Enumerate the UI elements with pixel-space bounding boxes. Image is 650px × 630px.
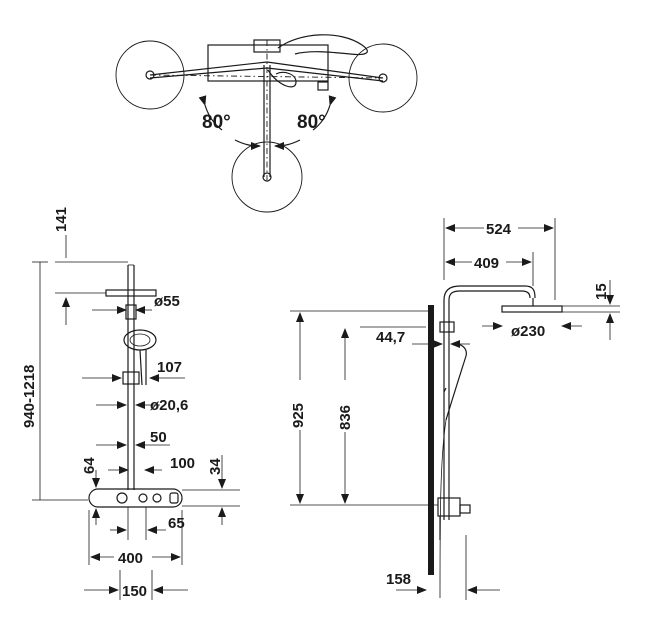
dim-409-text: 409	[474, 255, 499, 272]
hand-shower-face	[129, 333, 151, 347]
knob-3	[152, 493, 162, 503]
right-angle-arrow	[312, 95, 337, 131]
shower-arm-inner	[448, 290, 531, 301]
right-head-pivot	[378, 73, 388, 83]
handshower-top	[267, 69, 297, 88]
side-bracket	[439, 321, 455, 333]
angle-left-label: 80°	[202, 112, 231, 133]
wall	[428, 305, 434, 575]
dim-141-text: 141	[53, 207, 70, 232]
slider-holder	[122, 371, 140, 385]
angle-right-label: 80°	[297, 112, 326, 133]
left-angle-arrow-2	[234, 139, 261, 150]
thermostat	[88, 488, 183, 508]
dim-65-text: 65	[168, 515, 185, 532]
knob-2	[138, 493, 148, 503]
bottom-head-pivot	[262, 172, 272, 182]
dim-925-text: 925	[290, 403, 307, 428]
dim-15-text: 15	[593, 283, 610, 300]
top-centerline	[149, 74, 384, 79]
dim-34-text: 34	[207, 458, 224, 475]
top-view: 80° 80°	[115, 34, 418, 213]
right-angle-arrow-2	[274, 139, 301, 150]
dim-20-text: ø20,6	[150, 397, 188, 414]
hand-shower-head	[123, 329, 157, 351]
bottom-swing-circle	[231, 141, 303, 213]
dim-107-text: 107	[157, 359, 182, 376]
right-arm-lower	[266, 67, 384, 82]
hose-side	[439, 419, 447, 599]
front-view: 141 ø55 940-1218 107 ø20,6 50 64 100	[21, 207, 240, 600]
thermostat-knob-side	[459, 504, 471, 514]
overhead-shower	[105, 289, 157, 297]
dim-55-text: ø55	[154, 293, 180, 310]
dim-524-text: 524	[486, 221, 512, 238]
side-view: 524 409 15 ø230 44,7 925 836 158	[290, 218, 620, 600]
knob-1	[116, 492, 128, 504]
hand-shower-holder	[317, 81, 329, 91]
dim-400-text: 400	[118, 550, 143, 567]
overhead-head	[501, 305, 563, 313]
dim-64-text: 64	[81, 457, 98, 474]
dim-44-text: 44,7	[376, 329, 405, 346]
left-head-pivot	[145, 70, 155, 80]
left-angle-arrow	[198, 95, 223, 131]
dim-230-text: ø230	[511, 323, 545, 340]
dim-50-text: 50	[150, 429, 167, 446]
right-arm	[266, 61, 384, 79]
dim-158-text: 158	[386, 571, 411, 588]
dim-150-text: 150	[122, 583, 147, 600]
hand-shower-handle	[139, 349, 143, 386]
dim-height-text: 940-1218	[21, 365, 38, 428]
dim-836-text: 836	[337, 405, 354, 430]
dim-100-text: 100	[170, 455, 195, 472]
thermostat-body	[207, 44, 329, 82]
hose	[277, 34, 368, 56]
knob-4	[169, 492, 179, 504]
hand-shower-holder-side	[443, 387, 447, 393]
shower-arm	[443, 285, 536, 301]
